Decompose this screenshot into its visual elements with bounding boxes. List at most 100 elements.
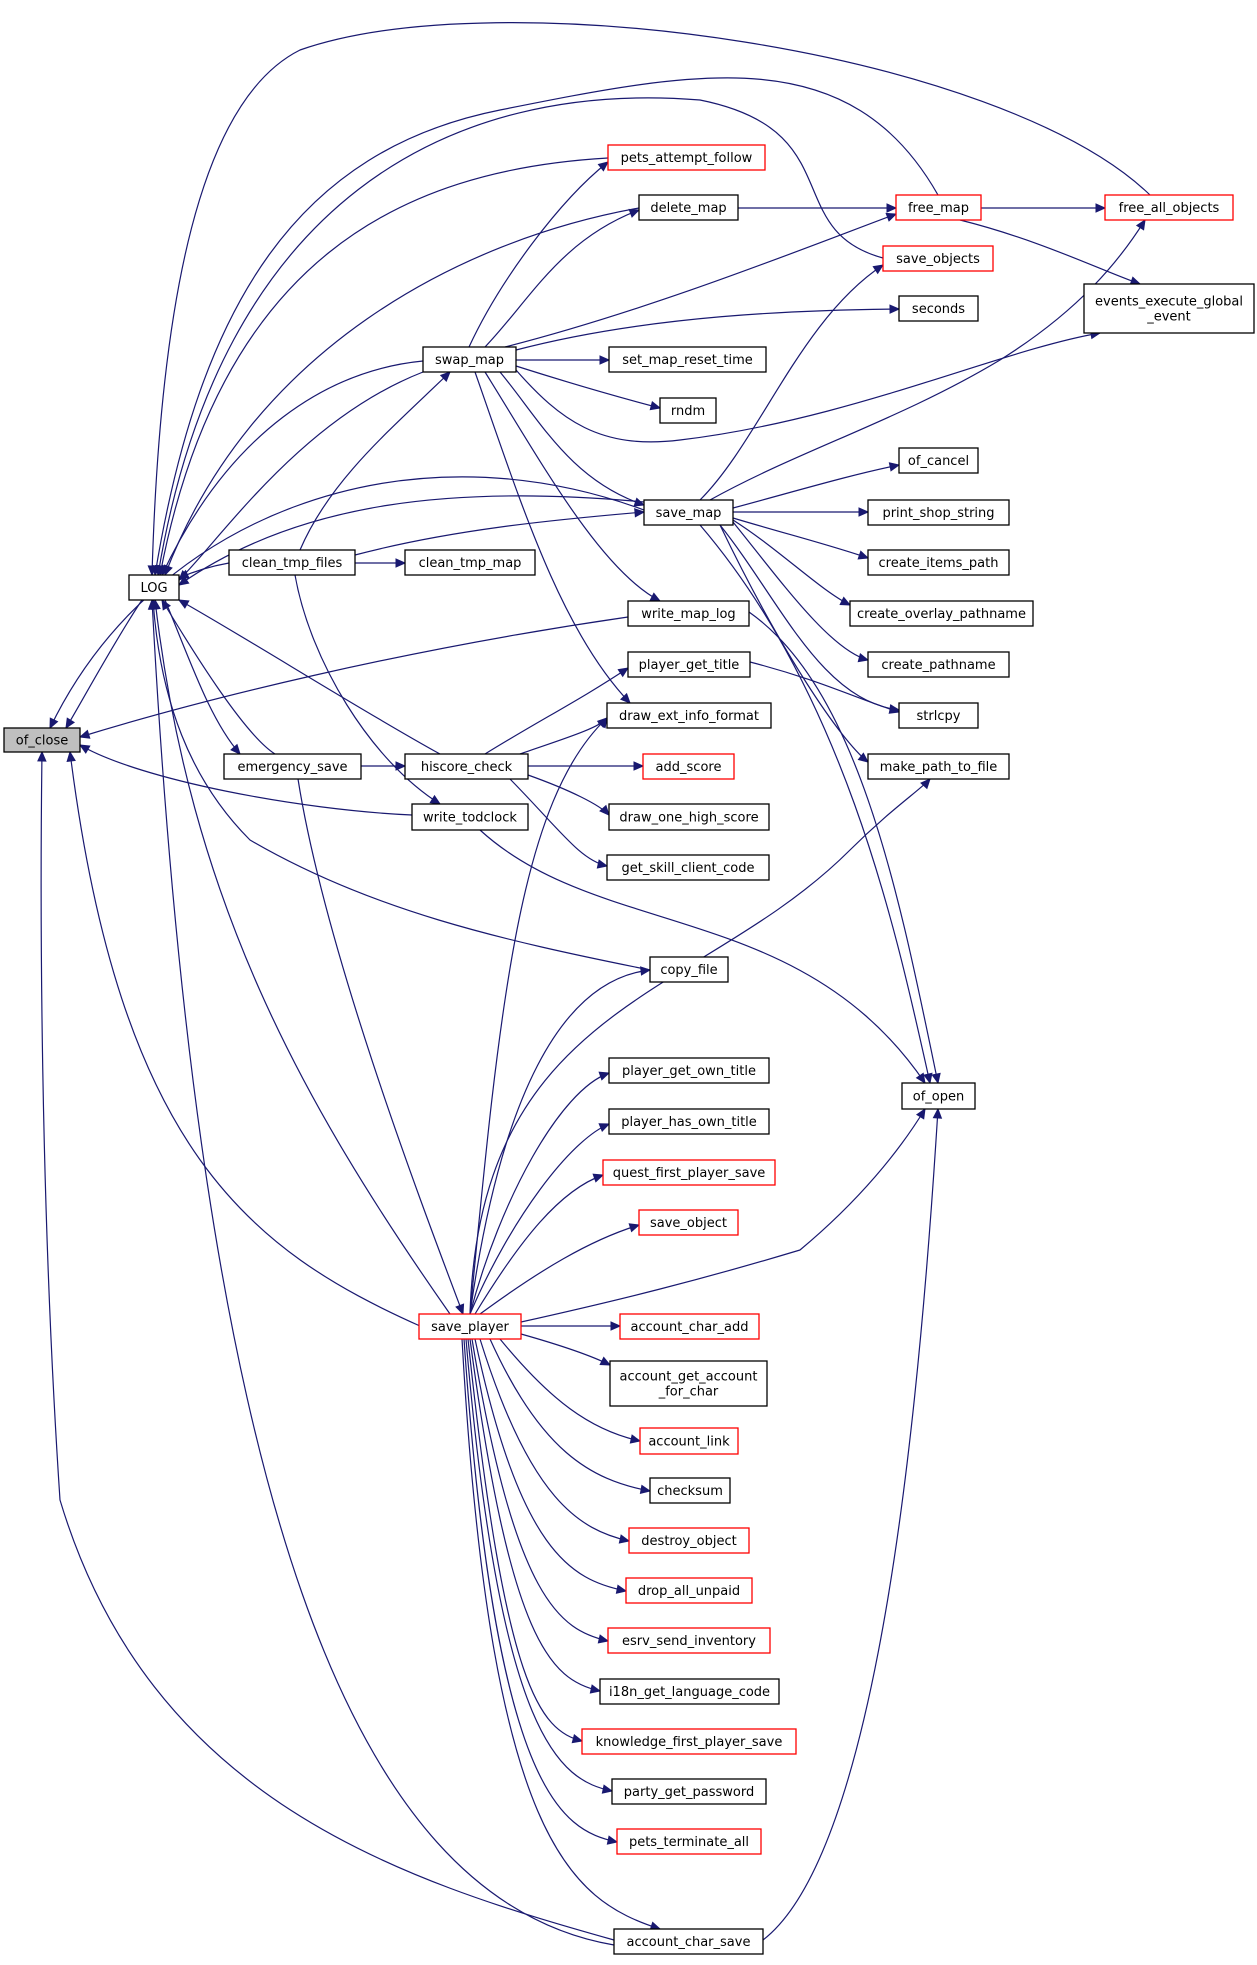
node-create-pathname[interactable]: create_pathname [867,651,1010,678]
node-account-get-account-for-char[interactable]: account_get_account_for_char [609,1360,768,1407]
node-strlcpy[interactable]: strlcpy [898,702,979,729]
node-seconds[interactable]: seconds [898,295,979,322]
node-of-open[interactable]: of_open [901,1082,976,1110]
node-label: copy_file [660,963,717,978]
node-get-skill-client-code[interactable]: get_skill_client_code [606,854,770,881]
arrowhead [618,1534,631,1544]
node-drop-all-unpaid[interactable]: drop_all_unpaid [625,1577,753,1604]
node-box [901,1082,976,1110]
arrowhead [888,462,901,472]
node-save-map[interactable]: save_map [643,499,734,526]
node-destroy-object[interactable]: destroy_object [628,1527,750,1554]
arrowhead [439,371,451,383]
node-events-execute-global-event[interactable]: events_execute_global_event [1083,283,1255,334]
node-label: checksum [657,1484,723,1499]
node-player-has-own-title[interactable]: player_has_own_title [608,1108,770,1135]
node-swap-map[interactable]: swap_map [422,346,517,373]
node-save-player[interactable]: save_player [418,1313,522,1340]
node-account-char-save[interactable]: account_char_save [613,1928,764,1955]
arrowhead [915,1107,926,1120]
edge-swap_map-to-draw_ext_info_format [474,371,631,704]
node-party-get-password[interactable]: party_get_password [611,1778,767,1805]
edge-account_char_save-to-LOG [151,599,615,1946]
node-account-char-add[interactable]: account_char_add [619,1313,760,1340]
node-emergency-save[interactable]: emergency_save [223,753,362,780]
node-quest-first-player-save[interactable]: quest_first_player_save [602,1159,776,1186]
node-make-path-to-file[interactable]: make_path_to_file [867,753,1010,780]
node-clean-tmp-files[interactable]: clean_tmp_files [228,549,356,576]
arrowhead [599,1356,612,1366]
node-player-get-title[interactable]: player_get_title [627,651,751,678]
edge-save_player-to-pets_terminate_all [463,1338,618,1843]
node-add-score[interactable]: add_score [642,753,735,780]
node-label: account_char_add [631,1320,749,1335]
arrowhead [923,1072,933,1085]
edge-swap_map-to-rndm [515,365,661,409]
node-box [404,753,529,780]
arrowhead [147,598,158,610]
node-save-object[interactable]: save_object [638,1209,739,1236]
node-draw-one-high-score[interactable]: draw_one_high_score [608,803,770,831]
arrowhead [571,1733,584,1744]
arrowhead [599,804,610,816]
arrowhead [596,717,608,728]
node-pets-attempt-follow[interactable]: pets_attempt_follow [607,144,766,171]
node-of-close[interactable]: of_close [3,727,81,753]
node-box [128,574,180,601]
node-write-todclock[interactable]: write_todclock [411,803,529,831]
node-label: of_close [16,734,69,749]
edge-save_player-to-LOG [154,599,451,1315]
arrowhead [615,1584,628,1594]
node-label: _for_char [658,1385,719,1400]
node-write-map-log[interactable]: write_map_log [627,600,750,627]
node-set-map-reset-time[interactable]: set_map_reset_time [608,346,767,373]
node-box [867,499,1010,526]
edge-emergency_save-to-LOG [161,599,276,755]
node-label: make_path_to_file [880,760,998,775]
edge-save_player-to-account_get_account_for_char [520,1333,611,1366]
node-clean-tmp-map[interactable]: clean_tmp_map [404,549,536,576]
node-free-map[interactable]: free_map [895,194,982,221]
node-box [608,346,767,373]
edge-clean_tmp_files-to-swap_map [299,371,451,551]
node-account-link[interactable]: account_link [639,1427,739,1455]
node-box [849,600,1034,627]
node-esrv-send-inventory[interactable]: esrv_send_inventory [607,1627,771,1654]
node-label: rndm [671,404,705,419]
node-print-shop-string[interactable]: print_shop_string [867,499,1010,526]
node-create-overlay-pathname[interactable]: create_overlay_pathname [849,600,1034,627]
node-draw-ext-info-format[interactable]: draw_ext_info_format [606,702,772,729]
arrowhead [37,750,47,762]
arrowhead [65,717,76,730]
node-label: save_map [656,506,722,521]
edge-save_player-to-save_object [479,1224,640,1315]
node-box [628,1527,750,1554]
node-label: of_open [913,1090,964,1105]
node-player-get-own-title[interactable]: player_get_own_title [608,1057,770,1084]
node-create-items-path[interactable]: create_items_path [867,549,1010,576]
edge-save_player-to-of_open [520,1108,926,1323]
node-box [898,295,979,322]
node-free-all-objects[interactable]: free_all_objects [1104,194,1234,221]
node-i18n-get-language-code[interactable]: i18n_get_language_code [599,1678,780,1705]
node-LOG[interactable]: LOG [128,574,180,601]
node-pets-terminate-all[interactable]: pets_terminate_all [616,1828,762,1855]
node-rndm[interactable]: rndm [659,397,717,424]
node-checksum[interactable]: checksum [649,1477,731,1504]
node-label: events_execute_global [1095,295,1243,310]
arrowhead [889,304,901,314]
edge-hiscore_check-to-draw_one_high_score [527,774,610,816]
node-save-objects[interactable]: save_objects [882,245,994,272]
node-hiscore-check[interactable]: hiscore_check [404,753,529,780]
node-label: account_link [648,1435,730,1450]
node-copy-file[interactable]: copy_file [649,956,729,983]
edge-hiscore_check-to-player_get_title [484,667,629,755]
node-of-cancel[interactable]: of_cancel [898,447,979,474]
arrowhead [596,859,609,869]
node-box [625,1577,753,1604]
node-delete-map[interactable]: delete_map [638,194,739,221]
edge-copy_file-to-LOG [152,599,651,971]
node-knowledge-first-player-save[interactable]: knowledge_first_player_save [581,1728,797,1755]
edge-save_map-to-of_open [699,524,931,1084]
arrowhead [633,761,645,771]
